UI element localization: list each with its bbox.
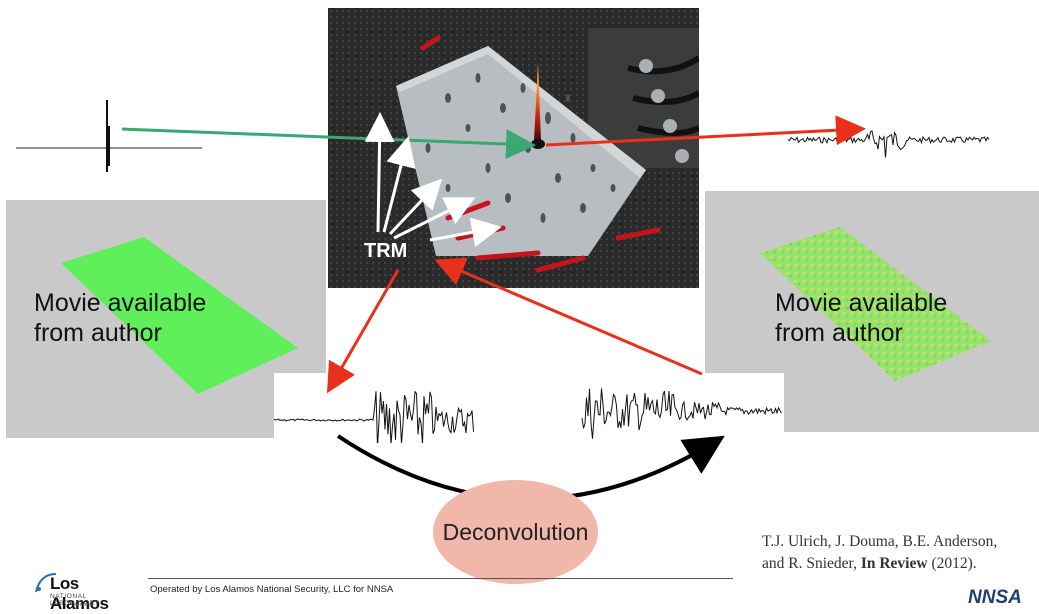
footer-divider (148, 578, 733, 579)
input-pulse-waveform (16, 100, 202, 172)
svg-text:NNSA: NNSA (968, 587, 1022, 607)
red-return-arrow (434, 257, 703, 376)
citation-line1: T.J. Ulrich, J. Douma, B.E. Anderson, (762, 533, 998, 550)
green-input-arrow (121, 127, 536, 160)
citation-line2: and R. Snieder, In Review (2012). (762, 553, 1037, 575)
left-movie-panel: Movie available from author (6, 200, 326, 438)
plate-surface-rough (760, 227, 991, 381)
footer-operated-by: Operated by Los Alamos National Security… (150, 584, 394, 595)
citation: T.J. Ulrich, J. Douma, B.E. Anderson, an… (762, 531, 1037, 575)
trm-arrow-4 (393, 197, 476, 240)
left-movie-line1: Movie available (34, 289, 207, 317)
los-alamos-logo-est: EST.1943 (73, 602, 93, 607)
los-alamos-swoosh-icon (35, 573, 57, 593)
red-output-arrow (545, 115, 866, 147)
red-down-arrow (327, 269, 400, 394)
left-movie-line2: from author (34, 319, 162, 347)
deconvolution-label: Deconvolution (442, 518, 589, 545)
plate-surface-flat (61, 237, 298, 394)
bottom-waveforms (274, 373, 784, 443)
deconvolution-ellipse: Deconvolution (433, 480, 598, 584)
trm-label: TRM (364, 240, 408, 262)
citation-year: (2012). (927, 555, 977, 572)
nnsa-logo: NNSA (968, 587, 1022, 607)
trm-arrow-3 (388, 178, 443, 236)
citation-status: In Review (860, 555, 928, 572)
trm-arrow-5 (429, 217, 502, 248)
los-alamos-logo-subtitle: NATIONAL LABORATORY (50, 593, 100, 607)
los-alamos-logo: Los Alamos NATIONAL LABORATORY EST.1943 (28, 570, 138, 613)
trm-arrow-2 (382, 136, 416, 233)
right-movie-line2: from author (775, 319, 903, 347)
right-movie-text: Movie available from author (775, 288, 947, 348)
citation-authors-end: and R. Snieder, (762, 555, 861, 572)
left-movie-text: Movie available from author (34, 288, 206, 348)
trm-arrow-1 (364, 112, 395, 233)
right-movie-line1: Movie available (775, 289, 948, 317)
received-signal-waveform (787, 130, 990, 158)
